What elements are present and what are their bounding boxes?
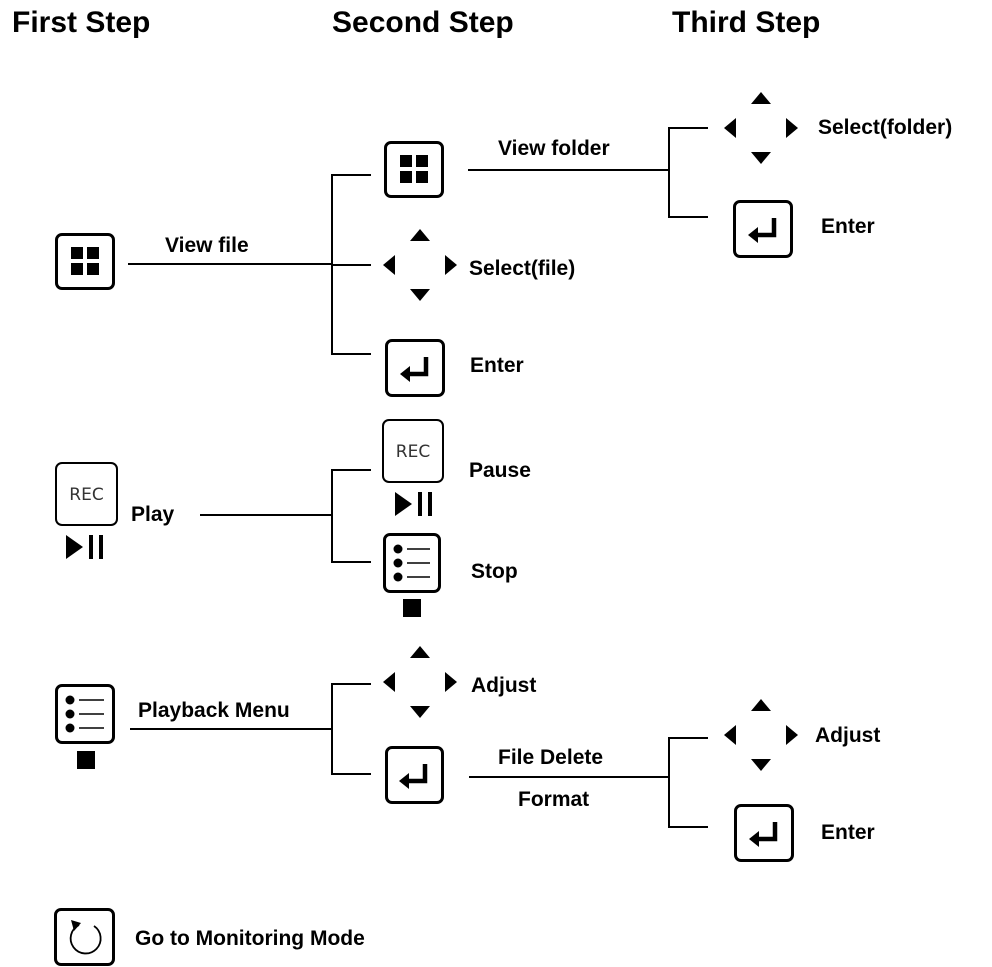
bracket-arm	[668, 826, 708, 828]
rec-key-text: REC	[69, 485, 104, 505]
enter-key-second[interactable]	[385, 339, 445, 397]
grid-icon	[400, 155, 428, 183]
rec-key-pause[interactable]: REC	[382, 419, 444, 483]
label-enter-second: Enter	[470, 354, 524, 377]
enter-arrow-icon	[400, 357, 429, 382]
label-select-folder: Select(folder)	[818, 116, 953, 139]
enter-arrow-icon	[748, 218, 777, 243]
play-pause-icon	[66, 535, 103, 559]
grid-icon	[71, 247, 99, 275]
connector-line	[128, 263, 333, 265]
stop-square-icon	[403, 599, 421, 617]
label-file-delete: File Delete	[498, 746, 604, 769]
bracket-arm	[331, 174, 371, 176]
connector-line	[130, 728, 333, 730]
bracket-arm	[331, 264, 371, 266]
bracket-vertical	[668, 737, 670, 828]
enter-key-third[interactable]	[733, 200, 793, 258]
connector-line	[469, 776, 670, 778]
label-enter-third: Enter	[821, 215, 875, 238]
label-adjust-second: Adjust	[471, 674, 537, 697]
enter-key-file-delete[interactable]	[385, 746, 444, 804]
bracket-arm	[331, 683, 371, 685]
return-key-monitoring[interactable]	[54, 908, 115, 966]
header-third-step: Third Step	[672, 6, 821, 39]
menu-key-playback[interactable]	[55, 684, 115, 744]
arrow-keys-adjust-icon[interactable]	[383, 646, 457, 718]
label-stop: Stop	[471, 560, 518, 583]
bracket-vertical	[668, 127, 670, 218]
header-second-step: Second Step	[332, 6, 514, 39]
arrow-keys-adjust-icon[interactable]	[724, 699, 798, 771]
label-go-to-monitoring-mode: Go to Monitoring Mode	[135, 927, 365, 950]
arrow-keys-select-folder-icon[interactable]	[724, 92, 798, 164]
list-menu-icon	[393, 544, 430, 582]
stop-square-icon	[77, 751, 95, 769]
enter-arrow-icon	[399, 764, 428, 789]
label-select-file: Select(file)	[469, 257, 576, 280]
label-format: Format	[518, 788, 590, 811]
arrow-keys-select-file-icon[interactable]	[383, 229, 457, 301]
grid-key-view-folder[interactable]	[384, 141, 444, 198]
enter-key-third-2[interactable]	[734, 804, 794, 862]
bracket-arm	[668, 127, 708, 129]
bracket-arm	[668, 737, 708, 739]
header-first-step: First Step	[12, 6, 151, 39]
connector-line	[200, 514, 333, 516]
menu-key-stop[interactable]	[383, 533, 441, 593]
bracket-arm	[668, 216, 708, 218]
bracket-arm	[331, 469, 371, 471]
bracket-arm	[331, 773, 371, 775]
grid-key-view-file[interactable]	[55, 233, 115, 290]
rotate-arrow-icon	[69, 920, 102, 955]
bracket-arm	[331, 561, 371, 563]
connector-line	[468, 169, 670, 171]
label-view-folder: View folder	[498, 137, 610, 160]
enter-arrow-icon	[749, 822, 778, 847]
label-pause: Pause	[469, 459, 531, 482]
bracket-arm	[331, 353, 371, 355]
label-adjust-third: Adjust	[815, 724, 881, 747]
bracket-vertical	[331, 469, 333, 563]
bracket-vertical	[331, 683, 333, 775]
label-play: Play	[131, 503, 175, 526]
label-view-file: View file	[165, 234, 249, 257]
label-enter-third-2: Enter	[821, 821, 875, 844]
label-playback-menu: Playback Menu	[138, 699, 290, 722]
rec-key-play[interactable]: REC	[55, 462, 118, 526]
play-pause-icon	[395, 492, 432, 516]
list-menu-icon	[65, 695, 104, 733]
rec-key-text: REC	[395, 442, 431, 462]
